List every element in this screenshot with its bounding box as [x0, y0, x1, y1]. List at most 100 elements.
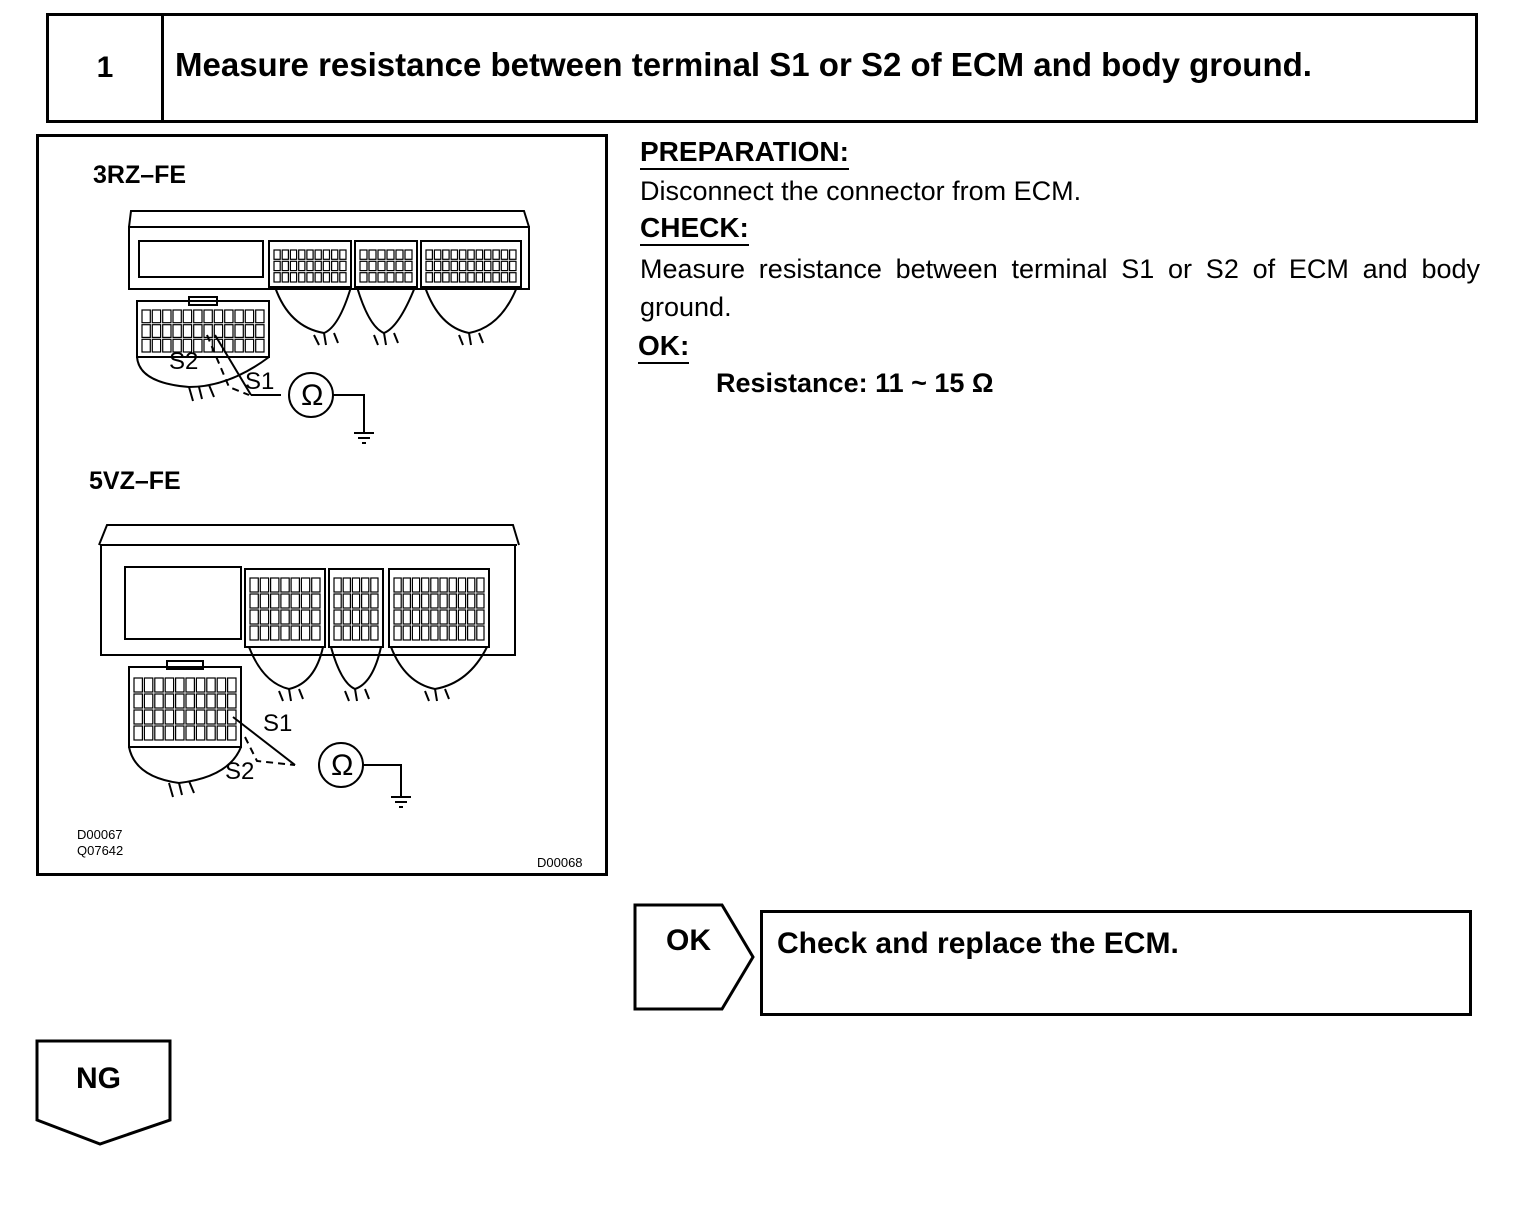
ecm-bottom-housing-outline: [98, 524, 520, 546]
connector-pin: [322, 272, 331, 283]
connector-pin: [368, 249, 377, 260]
connector-pin: [270, 625, 280, 641]
connector-pin: [457, 593, 467, 609]
step-number: 1: [49, 16, 164, 120]
engine-label-3rz: 3RZ–FE: [93, 161, 187, 189]
connector-pin: [314, 272, 322, 283]
connector-pin: [227, 693, 237, 709]
connector-pin: [172, 324, 182, 338]
connector-pin: [368, 260, 377, 272]
connector-pin: [162, 324, 172, 338]
ok-action-box: Check and replace the ECM.: [760, 910, 1472, 1016]
connector-pin: [306, 260, 314, 272]
step-header: 1 Measure resistance between terminal S1…: [46, 13, 1478, 123]
harness-bottom-a: [248, 646, 324, 691]
connector-pin: [280, 625, 290, 641]
ground-symbol-top: [354, 432, 374, 444]
connector-pin: [154, 709, 164, 725]
connector-pin: [467, 609, 476, 625]
connector-pin: [164, 725, 175, 741]
connector-pin: [351, 593, 361, 609]
connector-pin: [492, 260, 500, 272]
connector-pin: [492, 249, 500, 260]
connector-pin: [203, 309, 213, 324]
connector-pin: [314, 249, 322, 260]
connector-pin: [475, 272, 484, 283]
connector-pin: [193, 309, 203, 324]
connector-pin: [203, 324, 213, 338]
figure-code-left: D00067 Q07642: [77, 827, 123, 859]
ecm-top-connector-a: [268, 240, 352, 288]
ground-lead-top: [333, 394, 365, 433]
connector-pin: [182, 309, 193, 324]
connector-pin: [193, 338, 203, 353]
connector-pin: [195, 709, 206, 725]
ok-heading: OK:: [638, 330, 690, 364]
connector-pin: [411, 609, 421, 625]
connector-pin: [259, 609, 270, 625]
ecm-bottom-connector-a: [244, 568, 326, 648]
connector-pin: [450, 272, 459, 283]
connector-pin: [164, 709, 175, 725]
connector-pin: [351, 625, 361, 641]
connector-pin: [281, 272, 289, 283]
harness-top-c: [424, 286, 518, 335]
connector-pin: [377, 260, 386, 272]
ecm-bottom-connector-b: [328, 568, 384, 648]
connector-pin: [322, 249, 331, 260]
connector-pin: [359, 260, 368, 272]
connector-pin: [404, 260, 413, 272]
connector-pin: [467, 625, 476, 641]
connector-pin: [213, 338, 224, 353]
connector-pin: [476, 593, 485, 609]
connector-pin: [439, 625, 448, 641]
ng-arrow-flag: [35, 1039, 172, 1146]
connector-pin: [195, 693, 206, 709]
connector-pin: [439, 609, 448, 625]
connector-pin: [361, 593, 370, 609]
check-text: Measure resistance between terminal S1 o…: [640, 254, 1480, 322]
connector-pin: [234, 309, 244, 324]
connector-pin: [182, 324, 193, 338]
connector-pin: [162, 309, 172, 324]
preparation-text: Disconnect the connector from ECM.: [640, 176, 1082, 206]
connector-pin: [311, 593, 321, 609]
harness-bottom-c: [390, 646, 488, 691]
connector-pin: [195, 725, 206, 741]
ecm-bottom-body: [100, 544, 516, 656]
connector-pin: [249, 609, 259, 625]
terminal-s1-label-bottom: S1: [263, 710, 292, 737]
connector-pin: [386, 249, 395, 260]
connector-pin: [213, 324, 224, 338]
connector-pin: [227, 709, 237, 725]
connector-pin: [249, 625, 259, 641]
connector-pin: [133, 677, 143, 693]
terminal-s1-label-top: S1: [245, 368, 274, 395]
ecm-top-window: [138, 240, 264, 278]
connector-pin: [351, 609, 361, 625]
probe-lead-s1-bottom: [232, 716, 296, 766]
connector-pin: [195, 677, 206, 693]
connector-pin: [467, 272, 475, 283]
connector-pin: [273, 249, 281, 260]
connector-pin: [509, 260, 517, 272]
connector-pin: [193, 324, 203, 338]
connector-pin: [395, 249, 404, 260]
connector-pin: [185, 693, 195, 709]
connector-pin: [270, 577, 280, 593]
engine-label-5vz: 5VZ–FE: [89, 467, 181, 495]
connector-pin: [370, 625, 379, 641]
connector-pin: [213, 309, 224, 324]
connector-pin: [290, 577, 301, 593]
connector-pin: [421, 577, 430, 593]
connector-pin: [476, 609, 485, 625]
connector-pin: [442, 260, 450, 272]
connector-pin: [259, 577, 270, 593]
connector-pin: [386, 260, 395, 272]
connector-pin: [457, 577, 467, 593]
probe-lead-s1: [214, 334, 252, 396]
connector-pin: [143, 709, 154, 725]
connector-pin: [224, 324, 234, 338]
connector-pin: [306, 272, 314, 283]
connector-pin: [439, 593, 448, 609]
